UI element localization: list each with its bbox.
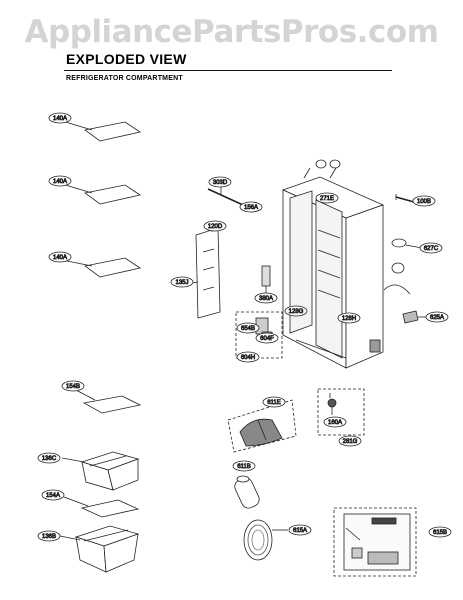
callout-303d: 303D [208,176,232,188]
top-caps [315,159,341,169]
motor-part [234,475,260,509]
callout-label: 604F [260,336,274,342]
callout-label: 154A [46,493,60,499]
connector-part [391,238,423,249]
callout-label: 615B [433,530,447,536]
callout-label: 135J [175,280,188,286]
callout-271e: 271E [315,192,339,204]
lamp-part [261,265,271,295]
callout-label: 154B [66,384,80,390]
section-subtitle: REFRIGERATOR COMPARTMENT [66,75,183,82]
callout-654b: 654B [236,322,260,334]
callout-156a: 156A [239,201,263,213]
callout-120d: 120D [203,220,227,232]
sensor-assembly [317,388,365,436]
callout-label: 303D [213,180,228,186]
callout-label: 140A [53,255,67,261]
shelf-2 [61,183,141,205]
callout-154a: 154A [41,489,65,501]
coil-harness [243,519,288,561]
page-title: EXPLODED VIEW [66,51,187,67]
callout-label: 281G [343,439,358,445]
callout-label: 611B [237,464,251,470]
crisper-drawer-lower [59,525,140,573]
callout-604h: 604H [236,351,260,363]
callout-label: 611E [267,400,281,406]
callout-100b: 100B [412,195,436,207]
callout-154b: 154B [61,380,85,392]
callout-label: 615A [293,528,307,534]
cover-part [402,310,426,324]
watermark: AppliancePartsPros.com [24,14,439,50]
callout-611b: 611B [232,460,256,472]
callout-135j: 135J [170,276,194,288]
shelf-3 [61,257,141,278]
shelf-cover-1 [73,388,142,414]
callout-136c: 136C [37,452,61,464]
callout-label: 140A [53,116,67,122]
callout-label: 625A [430,315,444,321]
hinge-pin [395,194,415,203]
callout-625a: 625A [425,311,449,323]
callout-136b: 136B [37,530,61,542]
callout-615b: 615B [428,526,452,538]
callout-label: 380A [259,296,273,302]
harness-part [383,262,411,295]
rod-part [207,187,244,206]
callout-611e: 611E [262,396,286,408]
callout-140a-2: 140A [48,175,72,187]
callout-label: 627C [424,246,439,252]
callout-380a: 380A [254,292,278,304]
callout-label: 120D [208,224,223,230]
crisper-drawer-upper [61,451,140,491]
callout-615a: 615A [288,524,312,536]
callout-label: 604H [241,355,255,361]
duct-panel [185,225,221,319]
callout-label: 136B [42,534,56,540]
callout-604f: 604F [255,332,279,344]
shelf-1 [61,120,141,142]
title-rule [64,70,392,71]
callout-281g: 281G [338,435,362,447]
callout-label: 136C [42,456,57,462]
callout-160a: 160A [323,416,347,428]
callout-label: 156A [244,205,258,211]
dispenser-housing [227,399,297,453]
callout-627c: 627C [419,242,443,254]
callout-label: 140A [53,179,67,185]
callout-140a-1: 140A [48,112,72,124]
cabinet [281,167,385,369]
control-board [333,507,417,577]
shelf-cover-2 [63,496,140,518]
callout-128g: 128G [284,305,308,317]
callout-label: 271E [320,196,334,202]
callout-label: 654B [241,326,255,332]
callout-label: 128G [289,309,304,315]
callout-label: 100B [417,199,431,205]
callout-label: 160A [328,420,342,426]
callout-140a-3: 140A [48,251,72,263]
callout-128h: 128H [337,312,361,324]
callout-label: 128H [342,316,356,322]
